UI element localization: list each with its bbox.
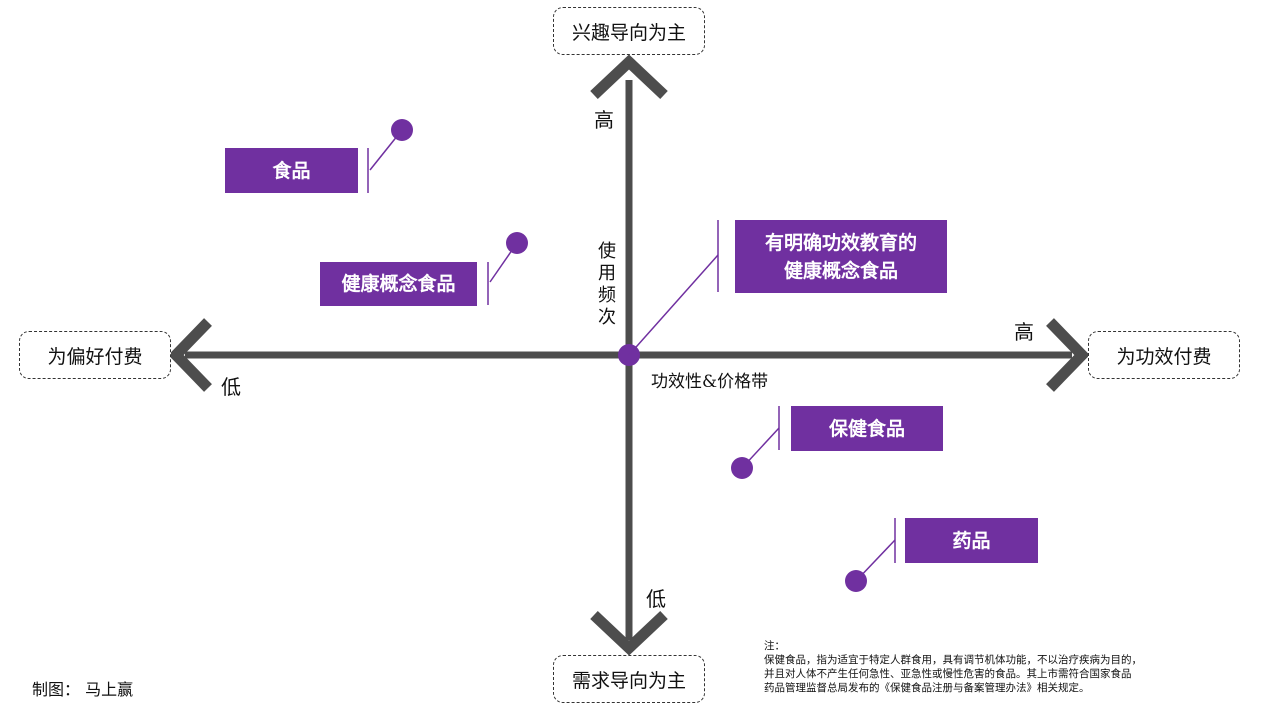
left-end-box: 为偏好付费 bbox=[19, 331, 171, 379]
arrow-left bbox=[168, 318, 212, 392]
marker-food bbox=[391, 119, 413, 141]
callout-line-efficacy-educated bbox=[628, 254, 719, 356]
tag-health-concept-food: 健康概念食品 bbox=[320, 262, 477, 306]
right-end-box: 为功效付费 bbox=[1088, 331, 1240, 379]
tag-medicine: 药品 bbox=[905, 518, 1038, 563]
marker-medicine bbox=[845, 570, 867, 592]
horizontal-high-label: 高 bbox=[1014, 320, 1034, 344]
marker-health-concept bbox=[506, 232, 528, 254]
top-end-box: 兴趣导向为主 bbox=[553, 7, 705, 55]
footnote: 注： 保健食品，指为适宜于特定人群食用，具有调节机体功能，不以治疗疾病为目的， … bbox=[764, 640, 1142, 694]
tag-food: 食品 bbox=[225, 148, 358, 193]
arrow-down bbox=[590, 610, 668, 656]
chart-credit: 制图： 马上赢 bbox=[32, 680, 134, 699]
horizontal-low-label: 低 bbox=[221, 375, 241, 399]
bottom-end-box: 需求导向为主 bbox=[553, 655, 705, 703]
marker-health-food bbox=[731, 457, 753, 479]
arrow-up bbox=[590, 54, 668, 100]
horizontal-axis-title: 功效性&价格带 bbox=[651, 372, 769, 392]
vertical-high-label: 高 bbox=[594, 108, 614, 132]
arrow-right bbox=[1046, 318, 1090, 392]
tag-health-food: 保健食品 bbox=[791, 406, 943, 451]
tag-efficacy-educated-food: 有明确功效教育的 健康概念食品 bbox=[735, 220, 947, 293]
vertical-low-label: 低 bbox=[646, 587, 666, 611]
vertical-axis-title: 使用频次 bbox=[598, 241, 616, 328]
